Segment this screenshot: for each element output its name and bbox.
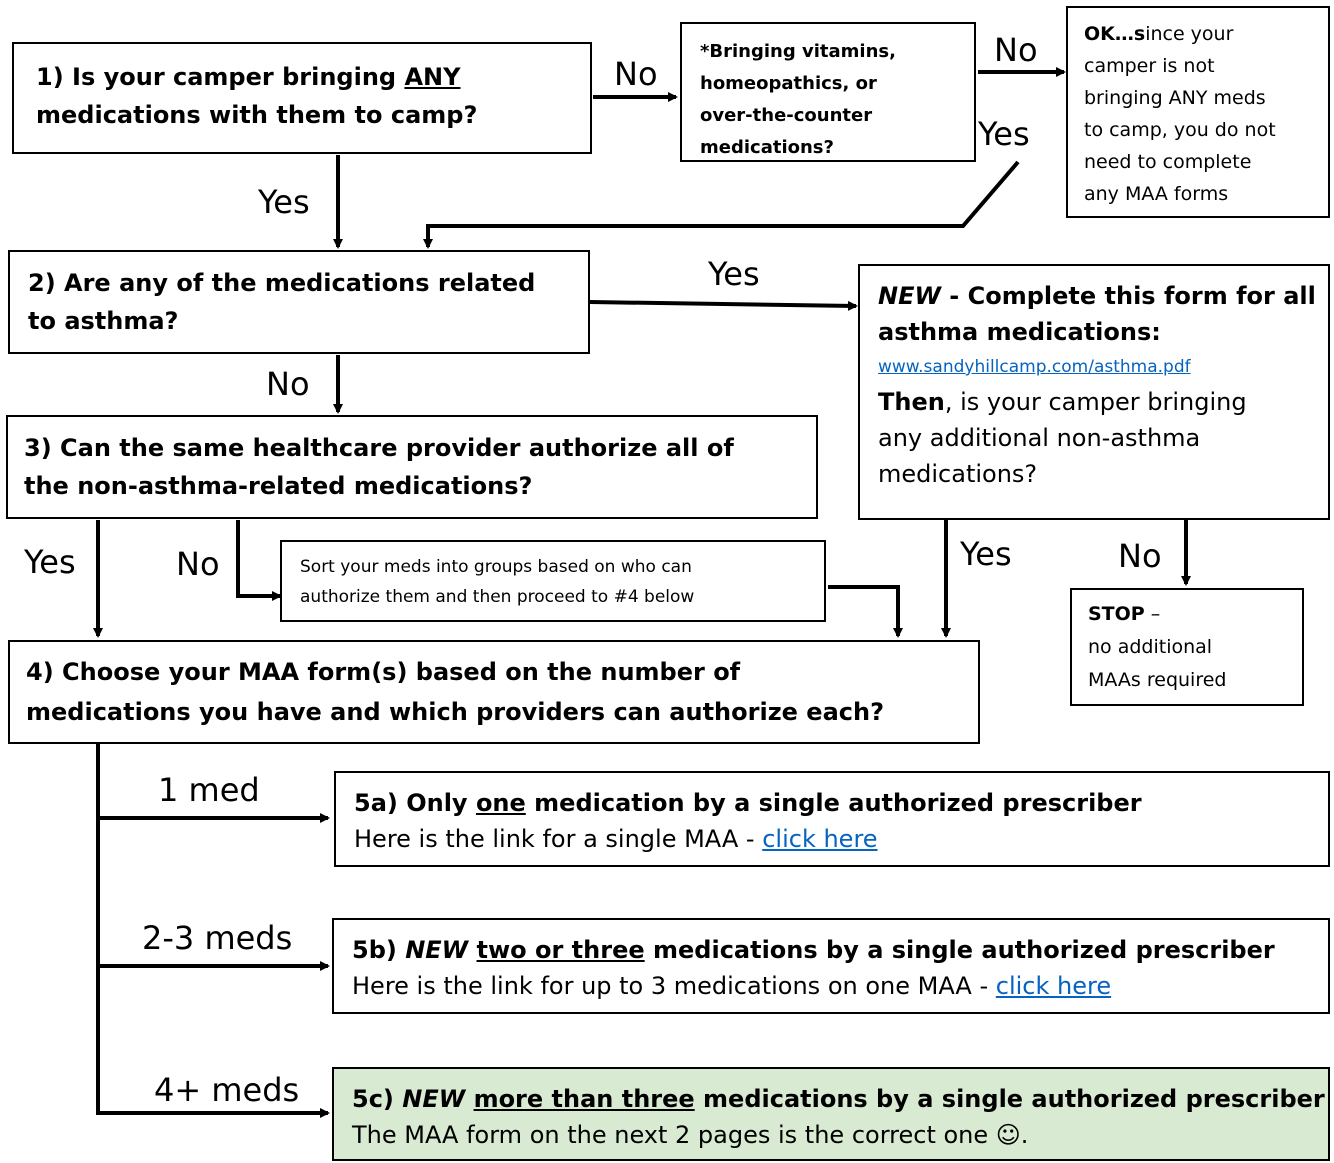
- asthma-form-link[interactable]: www.sandyhillcamp.com/asthma.pdf: [878, 357, 1191, 377]
- label-no-q3: No: [176, 545, 220, 583]
- label-yes-q1: Yes: [258, 183, 310, 221]
- arrow-q4-trunk: [96, 744, 330, 1118]
- question-2-text: 2) Are any of the medications related to…: [28, 269, 536, 335]
- label-4-plus-meds: 4+ meds: [154, 1071, 300, 1109]
- stop-text: STOP – no additional MAAs required: [1088, 603, 1227, 691]
- question-1-text: 1) Is your camper bringing ANY medicatio…: [36, 63, 478, 129]
- arrow-sort-to-q4: [828, 585, 903, 638]
- question-2-box: 2) Are any of the medications related to…: [8, 250, 590, 354]
- label-no-vitamins: No: [994, 31, 1038, 69]
- option-5c-box: 5c) NEW more than three medications by a…: [332, 1067, 1330, 1161]
- no-meds-info-box: OK…since your camper is not bringing ANY…: [1066, 6, 1330, 218]
- sort-meds-text: Sort your meds into groups based on who …: [300, 557, 695, 607]
- option-5a-text: 5a) Only one medication by a single auth…: [354, 789, 1142, 853]
- single-maa-link[interactable]: click here: [762, 825, 878, 853]
- option-5b-box: 5b) NEW two or three medications by a si…: [332, 918, 1330, 1014]
- stop-box: STOP – no additional MAAs required: [1070, 588, 1304, 706]
- label-no-q1: No: [614, 55, 658, 93]
- label-yes-q3: Yes: [24, 543, 76, 581]
- label-1-med: 1 med: [158, 771, 260, 809]
- label-yes-asthma: Yes: [960, 535, 1012, 573]
- label-yes-vitamins: Yes: [978, 115, 1030, 153]
- three-meds-maa-link[interactable]: click here: [995, 972, 1112, 1000]
- asthma-form-text: NEW - Complete this form for all asthma …: [878, 282, 1316, 488]
- option-5a-box: 5a) Only one medication by a single auth…: [334, 771, 1330, 867]
- arrow-vitamins-yes: [423, 160, 1020, 249]
- option-5b-text: 5b) NEW two or three medications by a si…: [352, 936, 1275, 1000]
- arrow-q2-yes: [589, 300, 858, 311]
- question-3-text: 3) Can the same healthcare provider auth…: [24, 434, 734, 500]
- label-no-q2: No: [266, 365, 310, 403]
- vitamins-question-text: *Bringing vitamins, homeopathics, or ove…: [700, 41, 896, 158]
- vitamins-question-box: *Bringing vitamins, homeopathics, or ove…: [680, 22, 976, 162]
- sort-meds-box: Sort your meds into groups based on who …: [280, 540, 826, 622]
- label-no-asthma: No: [1118, 537, 1162, 575]
- no-meds-info-text: OK…since your camper is not bringing ANY…: [1084, 23, 1276, 205]
- label-yes-q2: Yes: [708, 255, 760, 293]
- option-5c-text: 5c) NEW more than three medications by a…: [352, 1085, 1325, 1149]
- asthma-form-box: NEW - Complete this form for all asthma …: [858, 264, 1330, 520]
- question-3-box: 3) Can the same healthcare provider auth…: [6, 415, 818, 519]
- question-1-box: 1) Is your camper bringing ANY medicatio…: [12, 42, 592, 154]
- arrow-q3-no: [236, 520, 282, 601]
- question-4-text: 4) Choose your MAA form(s) based on the …: [26, 658, 884, 726]
- question-4-box: 4) Choose your MAA form(s) based on the …: [8, 640, 980, 744]
- label-2-3-meds: 2-3 meds: [142, 919, 293, 957]
